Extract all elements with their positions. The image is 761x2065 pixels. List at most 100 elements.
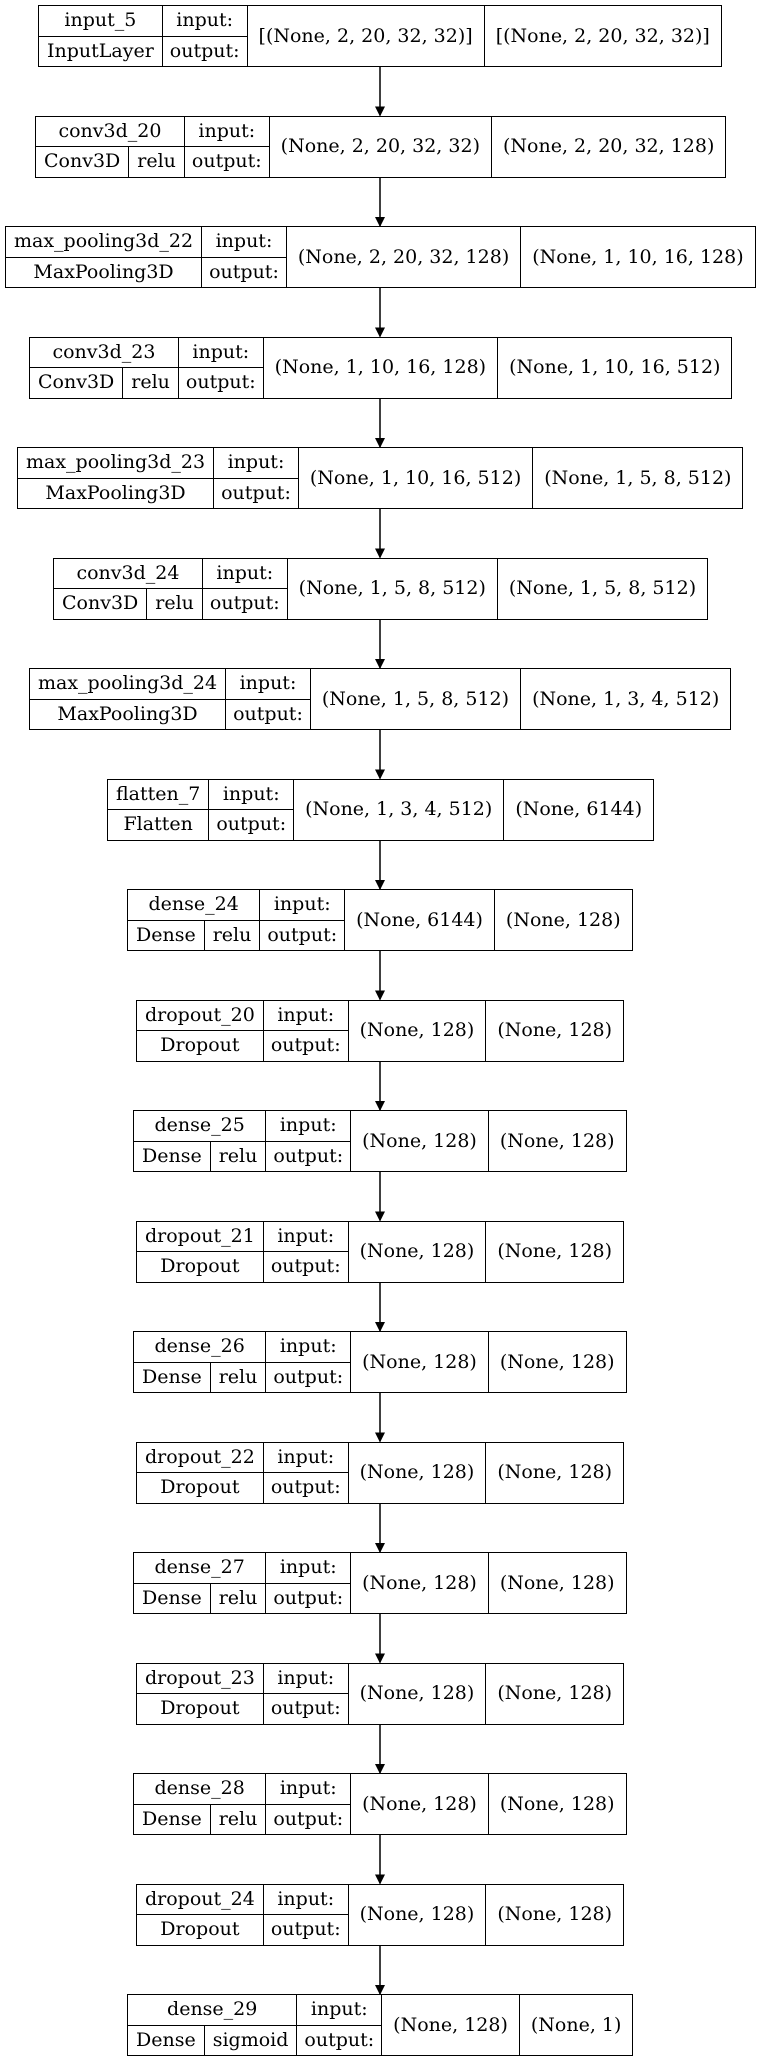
layer-name: conv3d_24 bbox=[54, 559, 202, 589]
input-shape: (None, 128) bbox=[359, 1019, 475, 1041]
input-label: input: bbox=[279, 1335, 337, 1358]
layer-type: Dropout bbox=[160, 1476, 240, 1499]
layer-type: InputLayer bbox=[47, 39, 154, 62]
io-labels: input:output: bbox=[266, 1553, 352, 1613]
layer-name: dense_27 bbox=[134, 1553, 266, 1584]
input-shape: (None, 1, 10, 16, 128) bbox=[274, 356, 487, 378]
io-labels: input:output: bbox=[263, 1221, 349, 1282]
layer-type-row: Dropout bbox=[137, 1694, 263, 1724]
io-labels: input:output: bbox=[260, 890, 346, 951]
layer-type: Dense bbox=[142, 1586, 202, 1609]
layer-activation: relu bbox=[209, 1804, 266, 1834]
output-label: output: bbox=[260, 919, 345, 951]
output-label: output: bbox=[263, 1030, 348, 1061]
layer-name: dense_29 bbox=[128, 1995, 297, 2026]
output-label: output: bbox=[226, 698, 310, 730]
layer-activation: relu bbox=[128, 147, 184, 177]
io-labels: input:output: bbox=[263, 1884, 349, 1945]
input-label: input: bbox=[277, 1887, 335, 1910]
layer-type-row: Flatten bbox=[108, 810, 208, 840]
layer-name: dense_26 bbox=[134, 1332, 266, 1363]
output-shape: (None, 128) bbox=[487, 1332, 626, 1392]
layer-name: dropout_23 bbox=[137, 1664, 263, 1694]
io-labels: input:output: bbox=[184, 116, 270, 177]
io-labels: input: output: bbox=[297, 1995, 383, 2056]
input-shape: (None, 2, 20, 32, 32) bbox=[280, 135, 480, 157]
input-label: input: bbox=[310, 1998, 368, 2021]
io-labels: input: output: bbox=[226, 669, 311, 729]
layer-name: flatten_7 bbox=[108, 780, 209, 810]
layer-type: Dropout bbox=[160, 1918, 240, 1941]
layer-type: Dropout bbox=[160, 1255, 240, 1278]
input-shape: (None, 128) bbox=[359, 1903, 475, 1925]
output-label: output: bbox=[202, 256, 286, 288]
layer-type: Dense bbox=[136, 923, 196, 946]
layer-type-row: InputLayer bbox=[39, 37, 162, 67]
output-shape: (None, 128) bbox=[485, 1442, 623, 1503]
layer-type: MaxPooling3D bbox=[45, 481, 186, 504]
layer-name: max_pooling3d_22 bbox=[6, 227, 202, 258]
layer-activation: relu bbox=[122, 368, 178, 398]
io-labels: input: output: bbox=[214, 448, 299, 508]
output-label: output: bbox=[162, 35, 247, 67]
layer-type-row: MaxPooling3D bbox=[6, 258, 201, 288]
layer-activation: relu bbox=[209, 1141, 266, 1171]
output-shape: (None, 1, 5, 8, 512) bbox=[496, 558, 707, 619]
output-label: output: bbox=[263, 1251, 348, 1282]
output-shape: (None, 1, 10, 16, 128) bbox=[520, 227, 754, 287]
input-label: input: bbox=[215, 230, 273, 253]
output-label: output: bbox=[214, 477, 298, 509]
output-label: output: bbox=[266, 1361, 351, 1393]
input-label: input: bbox=[227, 451, 285, 474]
layer-type: Dropout bbox=[160, 1034, 240, 1057]
output-shape: (None, 128) bbox=[485, 1884, 623, 1945]
input-shape: (None, 6144) bbox=[356, 908, 483, 931]
input-shape: (None, 1, 3, 4, 512) bbox=[305, 798, 493, 820]
input-shape: (None, 128) bbox=[362, 1350, 477, 1373]
layer-name: conv3d_23 bbox=[30, 338, 178, 368]
layer-name: dropout_22 bbox=[137, 1443, 263, 1473]
layer-name: conv3d_20 bbox=[36, 117, 184, 147]
input-shape: (None, 128) bbox=[362, 1129, 477, 1152]
layer-type: Dropout bbox=[160, 1697, 240, 1720]
input-label: input: bbox=[222, 782, 280, 805]
input-shape: (None, 128) bbox=[359, 1240, 475, 1262]
output-shape: (None, 1, 3, 4, 512) bbox=[520, 669, 730, 729]
layer-name: input_5 bbox=[39, 6, 162, 37]
input-label: input: bbox=[198, 119, 256, 142]
layer-type-row: MaxPooling3D bbox=[30, 700, 225, 730]
output-label: output: bbox=[297, 2024, 382, 2056]
io-labels: input:output: bbox=[266, 1111, 352, 1171]
io-labels: input:output: bbox=[263, 1000, 349, 1061]
input-label: input: bbox=[239, 672, 297, 695]
output-shape: (None, 128) bbox=[485, 1221, 623, 1282]
input-label: input: bbox=[216, 561, 274, 584]
layer-name: max_pooling3d_24 bbox=[30, 669, 226, 700]
input-shape: (None, 1, 10, 16, 512) bbox=[309, 466, 522, 489]
